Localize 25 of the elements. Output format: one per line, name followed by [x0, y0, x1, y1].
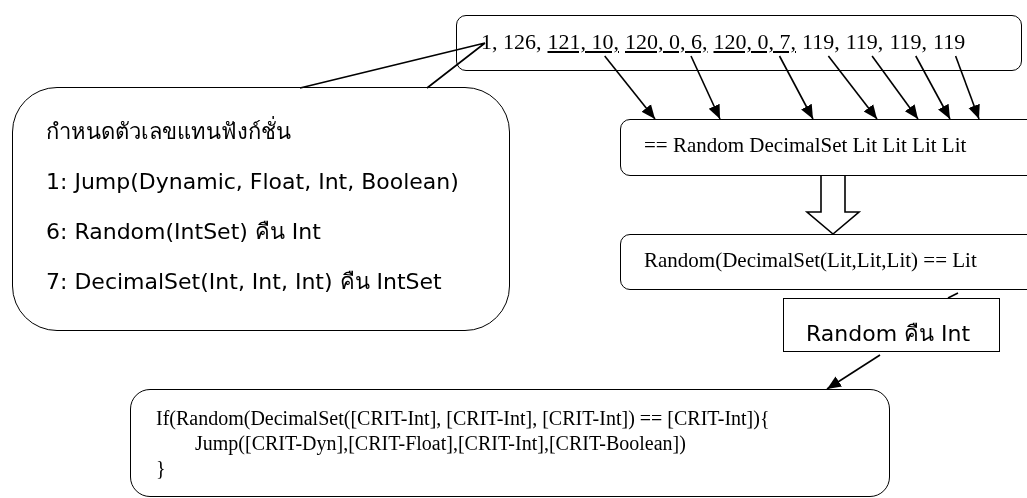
callout-bubble: กำหนดตัวเลขแทนฟังก์ชั่น 1: Jump(Dynamic, Float, Int, Boolean) 6: Random(IntSet) คืน Int 7: DecimalSet(Int, Int, Int) คืน IntSet	[12, 87, 510, 331]
number-group: 119	[933, 31, 966, 53]
arrow	[826, 354, 881, 390]
callout-tail	[299, 42, 486, 89]
number-group: 121, 10,	[547, 31, 619, 53]
leader-line	[947, 292, 959, 299]
arrow	[778, 55, 814, 120]
arrow	[914, 55, 951, 120]
arrow	[603, 55, 656, 120]
number-sequence-box	[456, 15, 1022, 71]
arrow	[871, 55, 919, 120]
arrow	[954, 55, 980, 120]
number-group: 120, 0, 7,	[713, 31, 796, 53]
number-group: 119,	[802, 31, 840, 53]
arrow	[827, 55, 878, 120]
block-arrow	[804, 175, 862, 236]
number-group: 1, 126,	[481, 31, 542, 53]
arrow	[690, 55, 721, 120]
token-box: == Random DecimalSet Lit Lit Lit Lit	[620, 119, 1027, 176]
number-group: 120, 0, 6,	[625, 31, 708, 53]
note-box: Random คืน Int	[783, 298, 1000, 352]
number-group: 119,	[845, 31, 884, 53]
code-box: If(Random(DecimalSet([CRIT-Int], [CRIT-Int], [CRIT-Int]) == [CRIT-Int]){ Jump([CRIT-Dyn],[CRIT-Float],[CRIT-Int],[CRIT-Boolean]) }	[130, 389, 890, 497]
expression-box: Random(DecimalSet(Lit,Lit,Lit) == Lit	[620, 234, 1027, 290]
number-group: 119,	[889, 31, 928, 53]
